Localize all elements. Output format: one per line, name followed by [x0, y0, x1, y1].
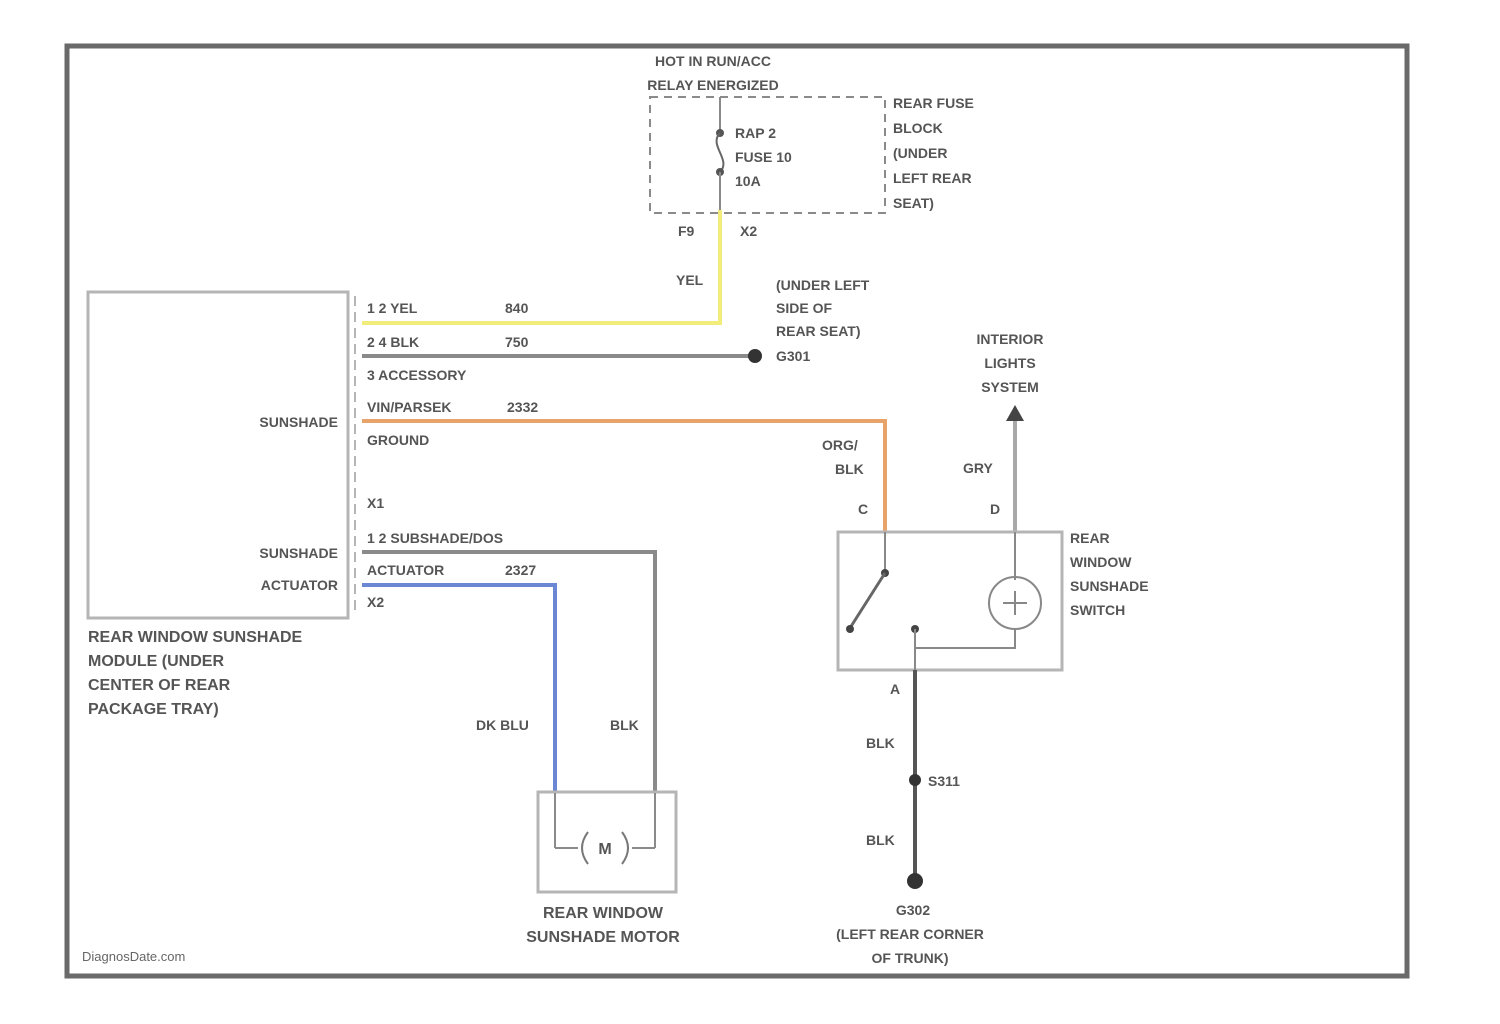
fuse-icon [717, 133, 724, 172]
switch-pin-d: D [990, 501, 1000, 517]
interior-line-2: LIGHTS [984, 355, 1035, 371]
module-pin-2-circuit: 750 [505, 334, 529, 350]
module-sunshade-label: SUNSHADE [259, 414, 338, 430]
switch-name-4: SWITCH [1070, 602, 1125, 618]
ground-g302-id: G302 [896, 902, 930, 918]
module-pin-6: X1 [367, 495, 384, 511]
org-blk-wire [362, 421, 885, 532]
module-actuator-label-2: ACTUATOR [261, 577, 338, 593]
interior-lights: INTERIOR LIGHTS SYSTEM GRY [963, 331, 1043, 532]
ground-g302-loc-1: (LEFT REAR CORNER [836, 926, 984, 942]
module-pin-9: X2 [367, 594, 384, 610]
switch-contact-pivot [846, 625, 854, 633]
ground-g301-label: G301 [776, 348, 810, 364]
gry-label: GRY [963, 460, 993, 476]
motor-bracket-left [582, 832, 588, 864]
module-outline [88, 292, 348, 618]
module-pin-8: ACTUATOR [367, 562, 444, 578]
module-name-4: PACKAGE TRAY) [88, 701, 219, 718]
interior-arrow-icon [1006, 405, 1024, 421]
switch-name-3: SUNSHADE [1070, 578, 1149, 594]
ground-g302-loc-2: OF TRUNK) [872, 950, 949, 966]
fuse-line-1: RAP 2 [735, 125, 776, 141]
blk-switch-label-2: BLK [866, 832, 895, 848]
ground-g302-icon [907, 873, 923, 889]
block-line-2: BLOCK [893, 120, 943, 136]
splice-label: S311 [928, 773, 960, 789]
splice-s311-icon [909, 774, 921, 786]
motor-name-2: SUNSHADE MOTOR [526, 929, 680, 946]
dk-blu-label: DK BLU [476, 717, 529, 733]
dk-blu-motor-wire [362, 585, 555, 793]
motor-name-1: REAR WINDOW [543, 905, 664, 922]
yel-wire-label: YEL [676, 272, 704, 288]
switch-blade-icon [850, 573, 885, 628]
org-blk-label-2: BLK [835, 461, 864, 477]
switch-pin-c: C [858, 501, 868, 517]
module-pin-1-circuit: 840 [505, 300, 529, 316]
module-name-3: CENTER OF REAR [88, 677, 231, 694]
switch-name-1: REAR [1070, 530, 1110, 546]
interior-line-1: INTERIOR [977, 331, 1044, 347]
fuse-line-2: FUSE 10 [735, 149, 792, 165]
bulb-return-line [915, 629, 1015, 648]
module-name-2: MODULE (UNDER [88, 653, 224, 670]
module-pin-8-circuit: 2327 [505, 562, 536, 578]
module-actuator-label-1: SUNSHADE [259, 545, 338, 561]
sunshade-motor: M REAR WINDOW SUNSHADE MOTOR [526, 792, 680, 946]
module-pin-3: 3 ACCESSORY [367, 367, 467, 383]
watermark: DiagnosDate.com [82, 949, 185, 964]
interior-line-3: SYSTEM [981, 379, 1039, 395]
ground-loc-2: SIDE OF [776, 300, 832, 316]
blk-motor-wire [362, 552, 655, 793]
motor-bracket-right [622, 832, 628, 864]
rear-fuse-block: HOT IN RUN/ACC RELAY ENERGIZED RAP 2 FUS… [647, 53, 974, 239]
module-pin-4: VIN/PARSEK [367, 399, 452, 415]
blk-motor-label: BLK [610, 717, 639, 733]
fuse-line-3: 10A [735, 173, 761, 189]
ground-loc-1: (UNDER LEFT [776, 277, 870, 293]
block-line-3: (UNDER [893, 145, 947, 161]
module-pin-2: 2 4 BLK [367, 334, 419, 350]
module-pin-4-circuit: 2332 [507, 399, 538, 415]
bulb-filament [1003, 591, 1027, 615]
block-line-4: LEFT REAR [893, 170, 972, 186]
fuse-pin-left: F9 [678, 223, 695, 239]
ground-g301-icon [748, 349, 762, 363]
switch-pin-a: A [890, 681, 900, 697]
motor-symbol-icon: M [598, 841, 611, 858]
block-line-1: REAR FUSE [893, 95, 974, 111]
ground-loc-3: REAR SEAT) [776, 323, 861, 339]
supply-label-1: HOT IN RUN/ACC [655, 53, 771, 69]
module-pin-5: GROUND [367, 432, 429, 448]
org-blk-label-1: ORG/ [822, 437, 858, 453]
module-pin-7: 1 2 SUBSHADE/DOS [367, 530, 503, 546]
supply-label-2: RELAY ENERGIZED [647, 77, 778, 93]
switch-outline [838, 532, 1062, 670]
module-pin-1: 1 2 YEL [367, 300, 418, 316]
module-name-1: REAR WINDOW SUNSHADE [88, 629, 303, 646]
fuse-pin-right: X2 [740, 223, 757, 239]
switch-name-2: WINDOW [1070, 554, 1132, 570]
block-line-5: SEAT) [893, 195, 934, 211]
blk-switch-label-1: BLK [866, 735, 895, 751]
